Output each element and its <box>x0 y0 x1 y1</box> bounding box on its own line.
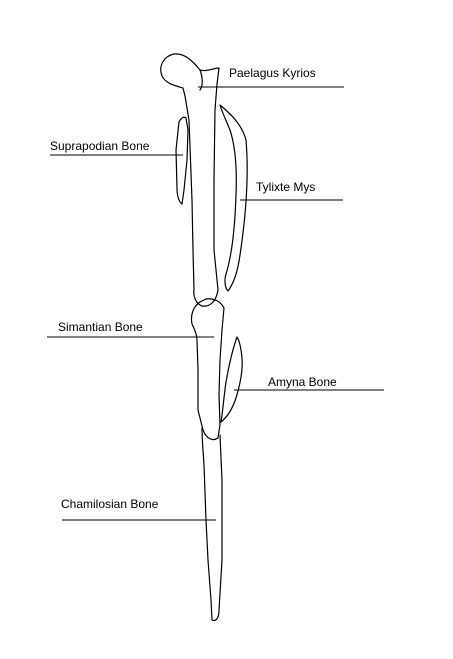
chamilosian-bone-label: Chamilosian Bone <box>61 497 159 511</box>
simantian-bone-outline <box>190 298 225 441</box>
tylixte-mys-outline <box>219 104 248 292</box>
suprapodian-bone-label: Suprapodian Bone <box>50 139 150 153</box>
upper-bone-outline <box>160 53 220 307</box>
tylixte-mys-label: Tylixte Mys <box>256 180 315 194</box>
amyna-bone-outline <box>220 336 243 423</box>
amyna-bone-label: Amyna Bone <box>268 375 337 389</box>
simantian-bone-label: Simantian Bone <box>58 320 143 334</box>
paelagus-kyrios-label: Paelagus Kyrios <box>229 66 316 80</box>
suprapodian-bone-outline <box>175 116 189 205</box>
head-inner-line <box>199 69 203 91</box>
chamilosian-bone-outline <box>201 427 223 622</box>
